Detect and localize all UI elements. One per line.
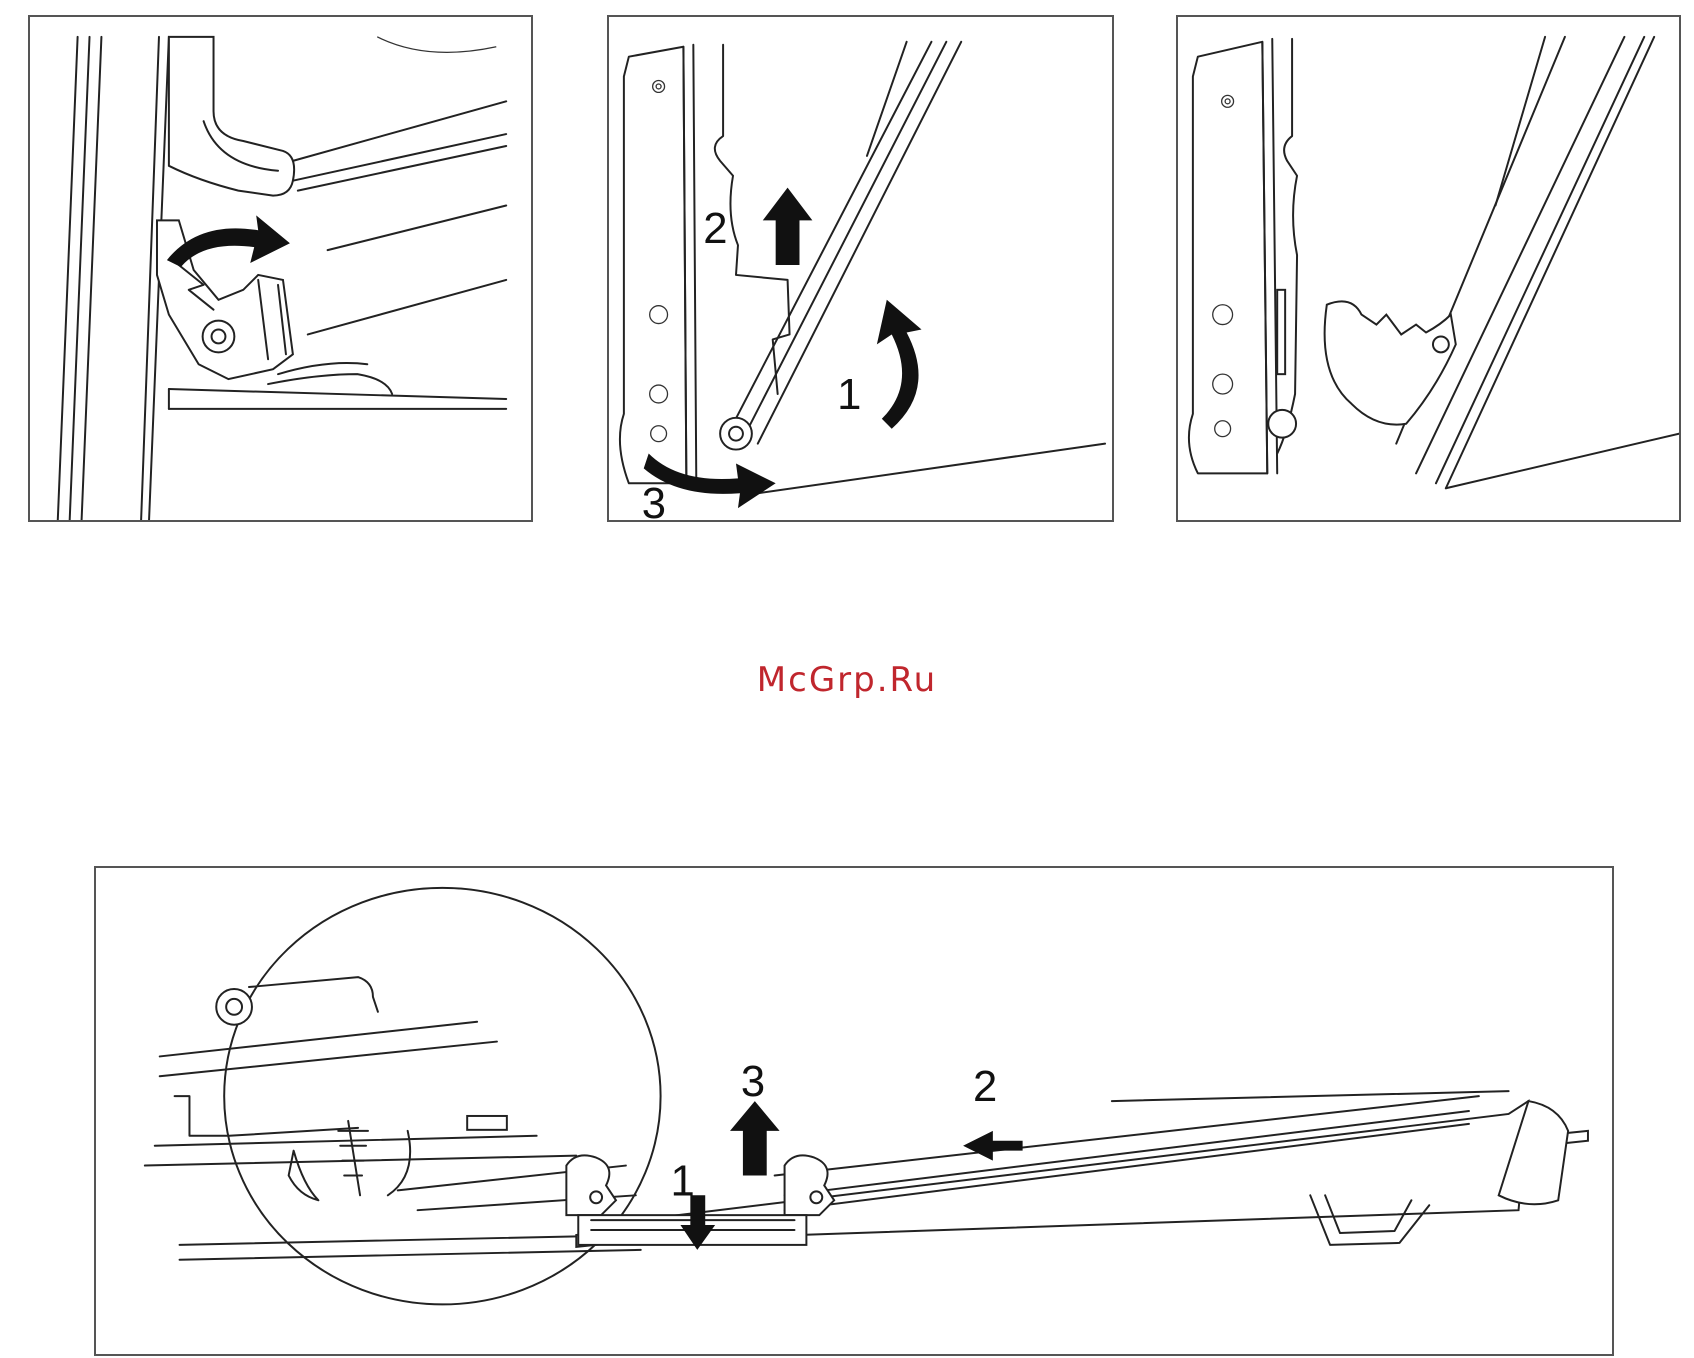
diagram-panel-3 <box>1176 15 1681 522</box>
step-label: 1 <box>671 1156 695 1205</box>
step-label: 2 <box>703 204 727 253</box>
diagram-panel-4: 1 3 2 <box>94 866 1614 1356</box>
door-assembly <box>566 1091 1588 1247</box>
step-label: 2 <box>973 1062 997 1111</box>
hinge-unlock-drawing: 2 1 3 <box>609 17 1112 520</box>
step-label: 3 <box>741 1057 765 1106</box>
hinge-lever-drawing <box>30 17 531 520</box>
hinge-released-drawing <box>1178 17 1679 520</box>
step-label: 1 <box>837 370 861 419</box>
door-glass-removal-drawing: 1 3 2 <box>96 868 1612 1354</box>
left-arrow-icon <box>963 1131 1023 1161</box>
up-arrow-icon <box>763 188 813 265</box>
watermark: McGrp.Ru <box>0 660 1694 700</box>
diagram-panel-2: 2 1 3 <box>607 15 1114 522</box>
curved-up-arrow-icon <box>877 300 922 429</box>
diagram-panel-1 <box>28 15 533 522</box>
step-label: 3 <box>642 479 666 520</box>
up-arrow-icon <box>730 1101 780 1175</box>
